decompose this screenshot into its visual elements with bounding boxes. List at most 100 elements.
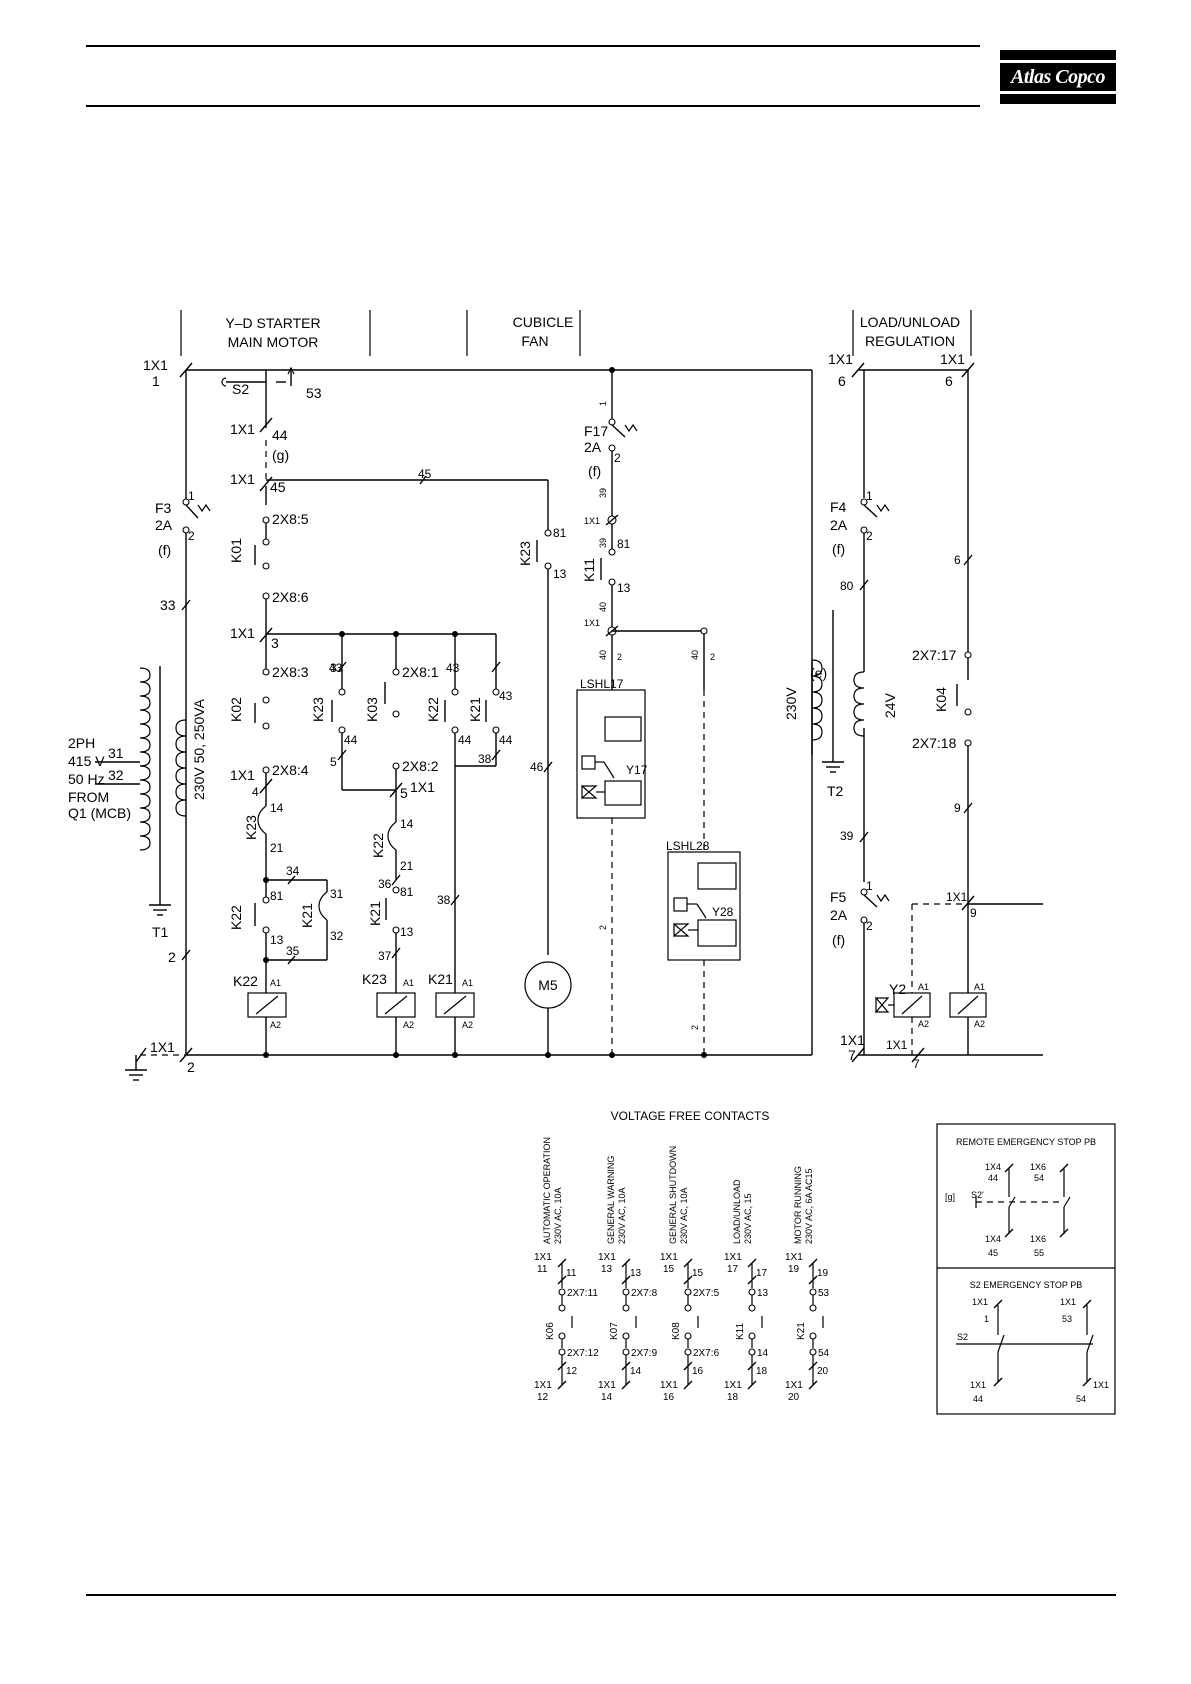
vfc-term-bot-1x1: 1X1 (660, 1380, 678, 1391)
vfc-term-bot: 18 (727, 1392, 739, 1403)
t2-label: T2 (827, 783, 844, 799)
s2-label: S2 (232, 381, 249, 397)
t1-label: T1 (152, 924, 169, 940)
f4-pin-2: 2 (866, 529, 873, 543)
term-1x1-top-left: 1X1 (143, 357, 168, 373)
k22-coil-label: K22 (233, 973, 258, 989)
s2-br-1: 1X1 (1093, 1380, 1109, 1390)
wire-39: 80 (840, 579, 854, 593)
k01-label: K01 (228, 538, 244, 563)
column-load-right (949, 370, 1043, 1055)
fuse-f5-note: (f) (832, 932, 845, 948)
vfc-mid-b: 14 (757, 1348, 769, 1359)
vfc-term-top-1x1: 1X1 (785, 1252, 803, 1263)
k21-no-label: K21 (367, 901, 383, 926)
section-yd-title-1: Y–D STARTER (225, 315, 320, 331)
vfc-mid-b: 2X7:9 (631, 1348, 658, 1359)
wire-9: 9 (954, 801, 961, 815)
f17-pin-1: 1 (598, 401, 608, 406)
k21-pin-31: 31 (330, 887, 344, 901)
k23-pin-21: 14 (270, 801, 284, 815)
k22-a2: A2 (270, 1020, 281, 1030)
k21-pin-32: 32 (330, 929, 344, 943)
vfc-term-bot-1x1: 1X1 (534, 1380, 552, 1391)
term-1x1-load-9: 1X1 (946, 890, 968, 904)
f17-pin-2: 2 (614, 451, 621, 465)
term-1x1-load-bot2: 1X1 (886, 1038, 908, 1052)
remote-stop-title: REMOTE EMERGENCY STOP PB (956, 1137, 1096, 1147)
wire-80-b: 39 (598, 538, 608, 548)
s2-bl-1: 1X1 (970, 1380, 986, 1390)
wire-2-fan-a: 2 (598, 925, 608, 930)
vfc-head-1: GENERAL SHUTDOWN (668, 1146, 678, 1244)
fuse-f5-label: F5 (830, 889, 847, 905)
supply-line-1: 2PH (68, 735, 95, 751)
section-dividers (180, 310, 972, 356)
supply-line-3: 50 Hz (68, 771, 105, 787)
vfc-relay: K07 (609, 1322, 620, 1340)
vfc-term-bot-r: 14 (630, 1366, 642, 1377)
wire-35: 35 (286, 944, 300, 958)
footer-rule (86, 1594, 1116, 1596)
wire-2-fan-b: 2 (690, 1025, 700, 1030)
vfc-relay: K11 (735, 1323, 746, 1340)
vfc-head-2: 230V AC, 15 (743, 1193, 753, 1244)
m5-label: M5 (538, 977, 558, 993)
fuse-f4-label: F4 (830, 499, 847, 515)
k22-pin-13: 81 (270, 889, 284, 903)
t2-secondary-label: 24V (882, 692, 898, 718)
remote-br-1: 1X6 (1030, 1234, 1046, 1244)
vfc-relay: K21 (796, 1322, 807, 1340)
remote-note: [g] (945, 1192, 955, 1202)
supply-line-5: Q1 (MCB) (68, 805, 131, 821)
k21-a2: A2 (462, 1020, 473, 1030)
vfc-term-top-1x1: 1X1 (598, 1252, 616, 1263)
k21-aux-label: K21 (467, 697, 483, 722)
s2-tl-2: 1 (984, 1314, 989, 1324)
s2-tr-2: 53 (1062, 1314, 1072, 1324)
vfc-term-top: 19 (788, 1264, 800, 1275)
vfc-term-bot-r: 20 (817, 1366, 829, 1377)
wire-38a: 38 (478, 752, 492, 766)
vfc-mid-b: 2X7:6 (693, 1348, 720, 1359)
term-2x8-1: 2X8:1 (402, 664, 439, 680)
vfc-term-bot-1x1: 1X1 (785, 1380, 803, 1391)
wire-33: 33 (160, 597, 176, 613)
wire-46: 46 (530, 760, 544, 774)
k22-aux-label: K22 (425, 697, 441, 722)
wire-2-left: 2 (168, 949, 176, 965)
wire-mark-2 (181, 949, 191, 961)
fuse-f17-rating: 2A (584, 439, 602, 455)
k22-contact-label: K22 (228, 905, 244, 930)
term-2x8-3: 2X8:3 (272, 664, 309, 680)
vfc-term-bot-r: 16 (692, 1366, 704, 1377)
section-load-title-1: LOAD/UNLOAD (860, 314, 960, 330)
k22-aux-44: 44 (458, 733, 472, 747)
vfc-term-top-r: 11 (566, 1268, 577, 1279)
k21-coil-label: K21 (428, 971, 453, 987)
vfc-mid-a: 13 (757, 1288, 769, 1299)
supply-line-2: 415 V (68, 753, 105, 769)
y2-label: Y2 (889, 981, 906, 997)
k02-label: K02 (228, 697, 244, 722)
t2-note: (e) (810, 665, 827, 681)
term-1-top-left: 1 (152, 373, 160, 389)
k21-aux-44: 44 (499, 733, 513, 747)
fuse-f4-rating: 2A (830, 517, 848, 533)
vfc-head-1: LOAD/UNLOAD (732, 1179, 742, 1244)
column-load-left (859, 370, 968, 1055)
k23-aux-43: 43 (329, 661, 343, 675)
wire-mark-33 (181, 599, 191, 611)
vfc-term-top-r: 13 (630, 1268, 642, 1279)
wire-5-mark: 5 (330, 755, 337, 769)
s2-br-2: 54 (1076, 1394, 1086, 1404)
term-5: 5 (400, 785, 408, 801)
header-rule-bottom (86, 105, 980, 107)
term-7-load-bot2: 7 (913, 1057, 920, 1071)
f5-pin-1: 1 (866, 879, 873, 893)
vfc-relay: K06 (545, 1322, 556, 1340)
